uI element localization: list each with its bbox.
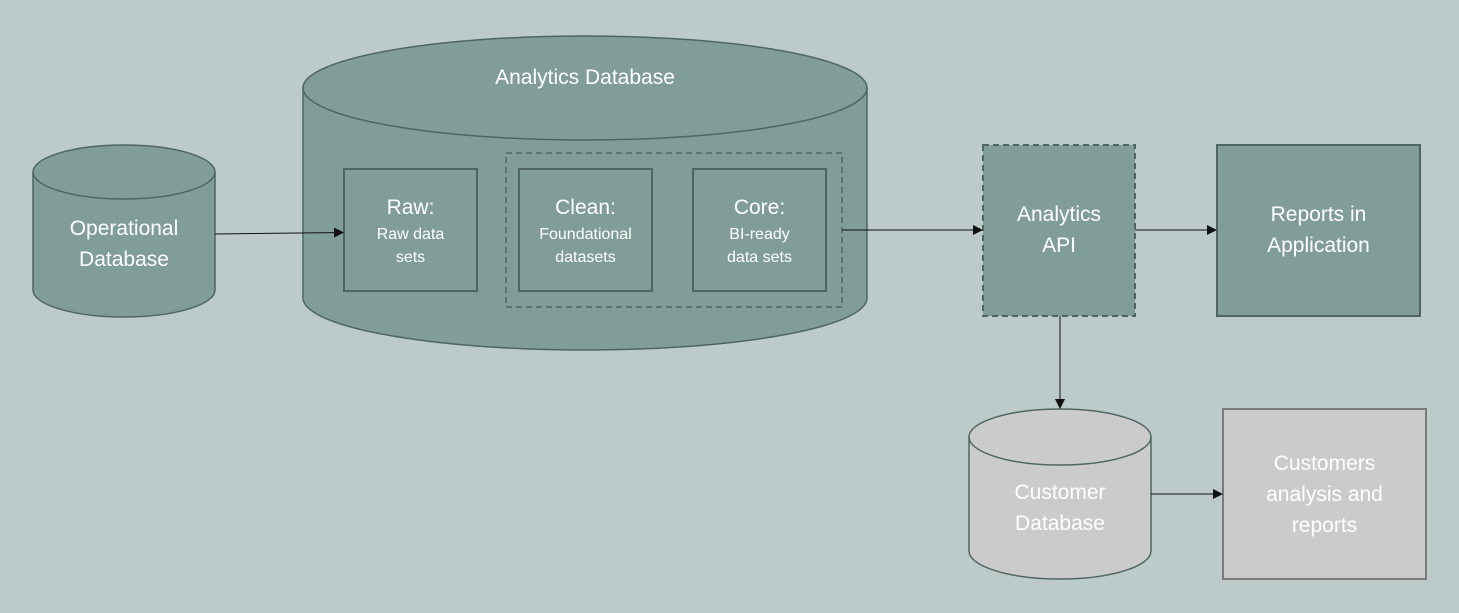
reports-in-application-box[interactable] [1216,144,1421,317]
clean-stage-box[interactable] [518,168,653,292]
customer-database-cylinder[interactable] [968,408,1152,580]
core-stage-box[interactable] [692,168,827,292]
operational-database-cylinder[interactable] [32,144,216,318]
customers-analysis-box[interactable] [1222,408,1427,580]
raw-stage-box[interactable] [343,168,478,292]
analytics-api-box[interactable] [982,144,1136,317]
arrow-operational-to-raw [214,227,344,238]
